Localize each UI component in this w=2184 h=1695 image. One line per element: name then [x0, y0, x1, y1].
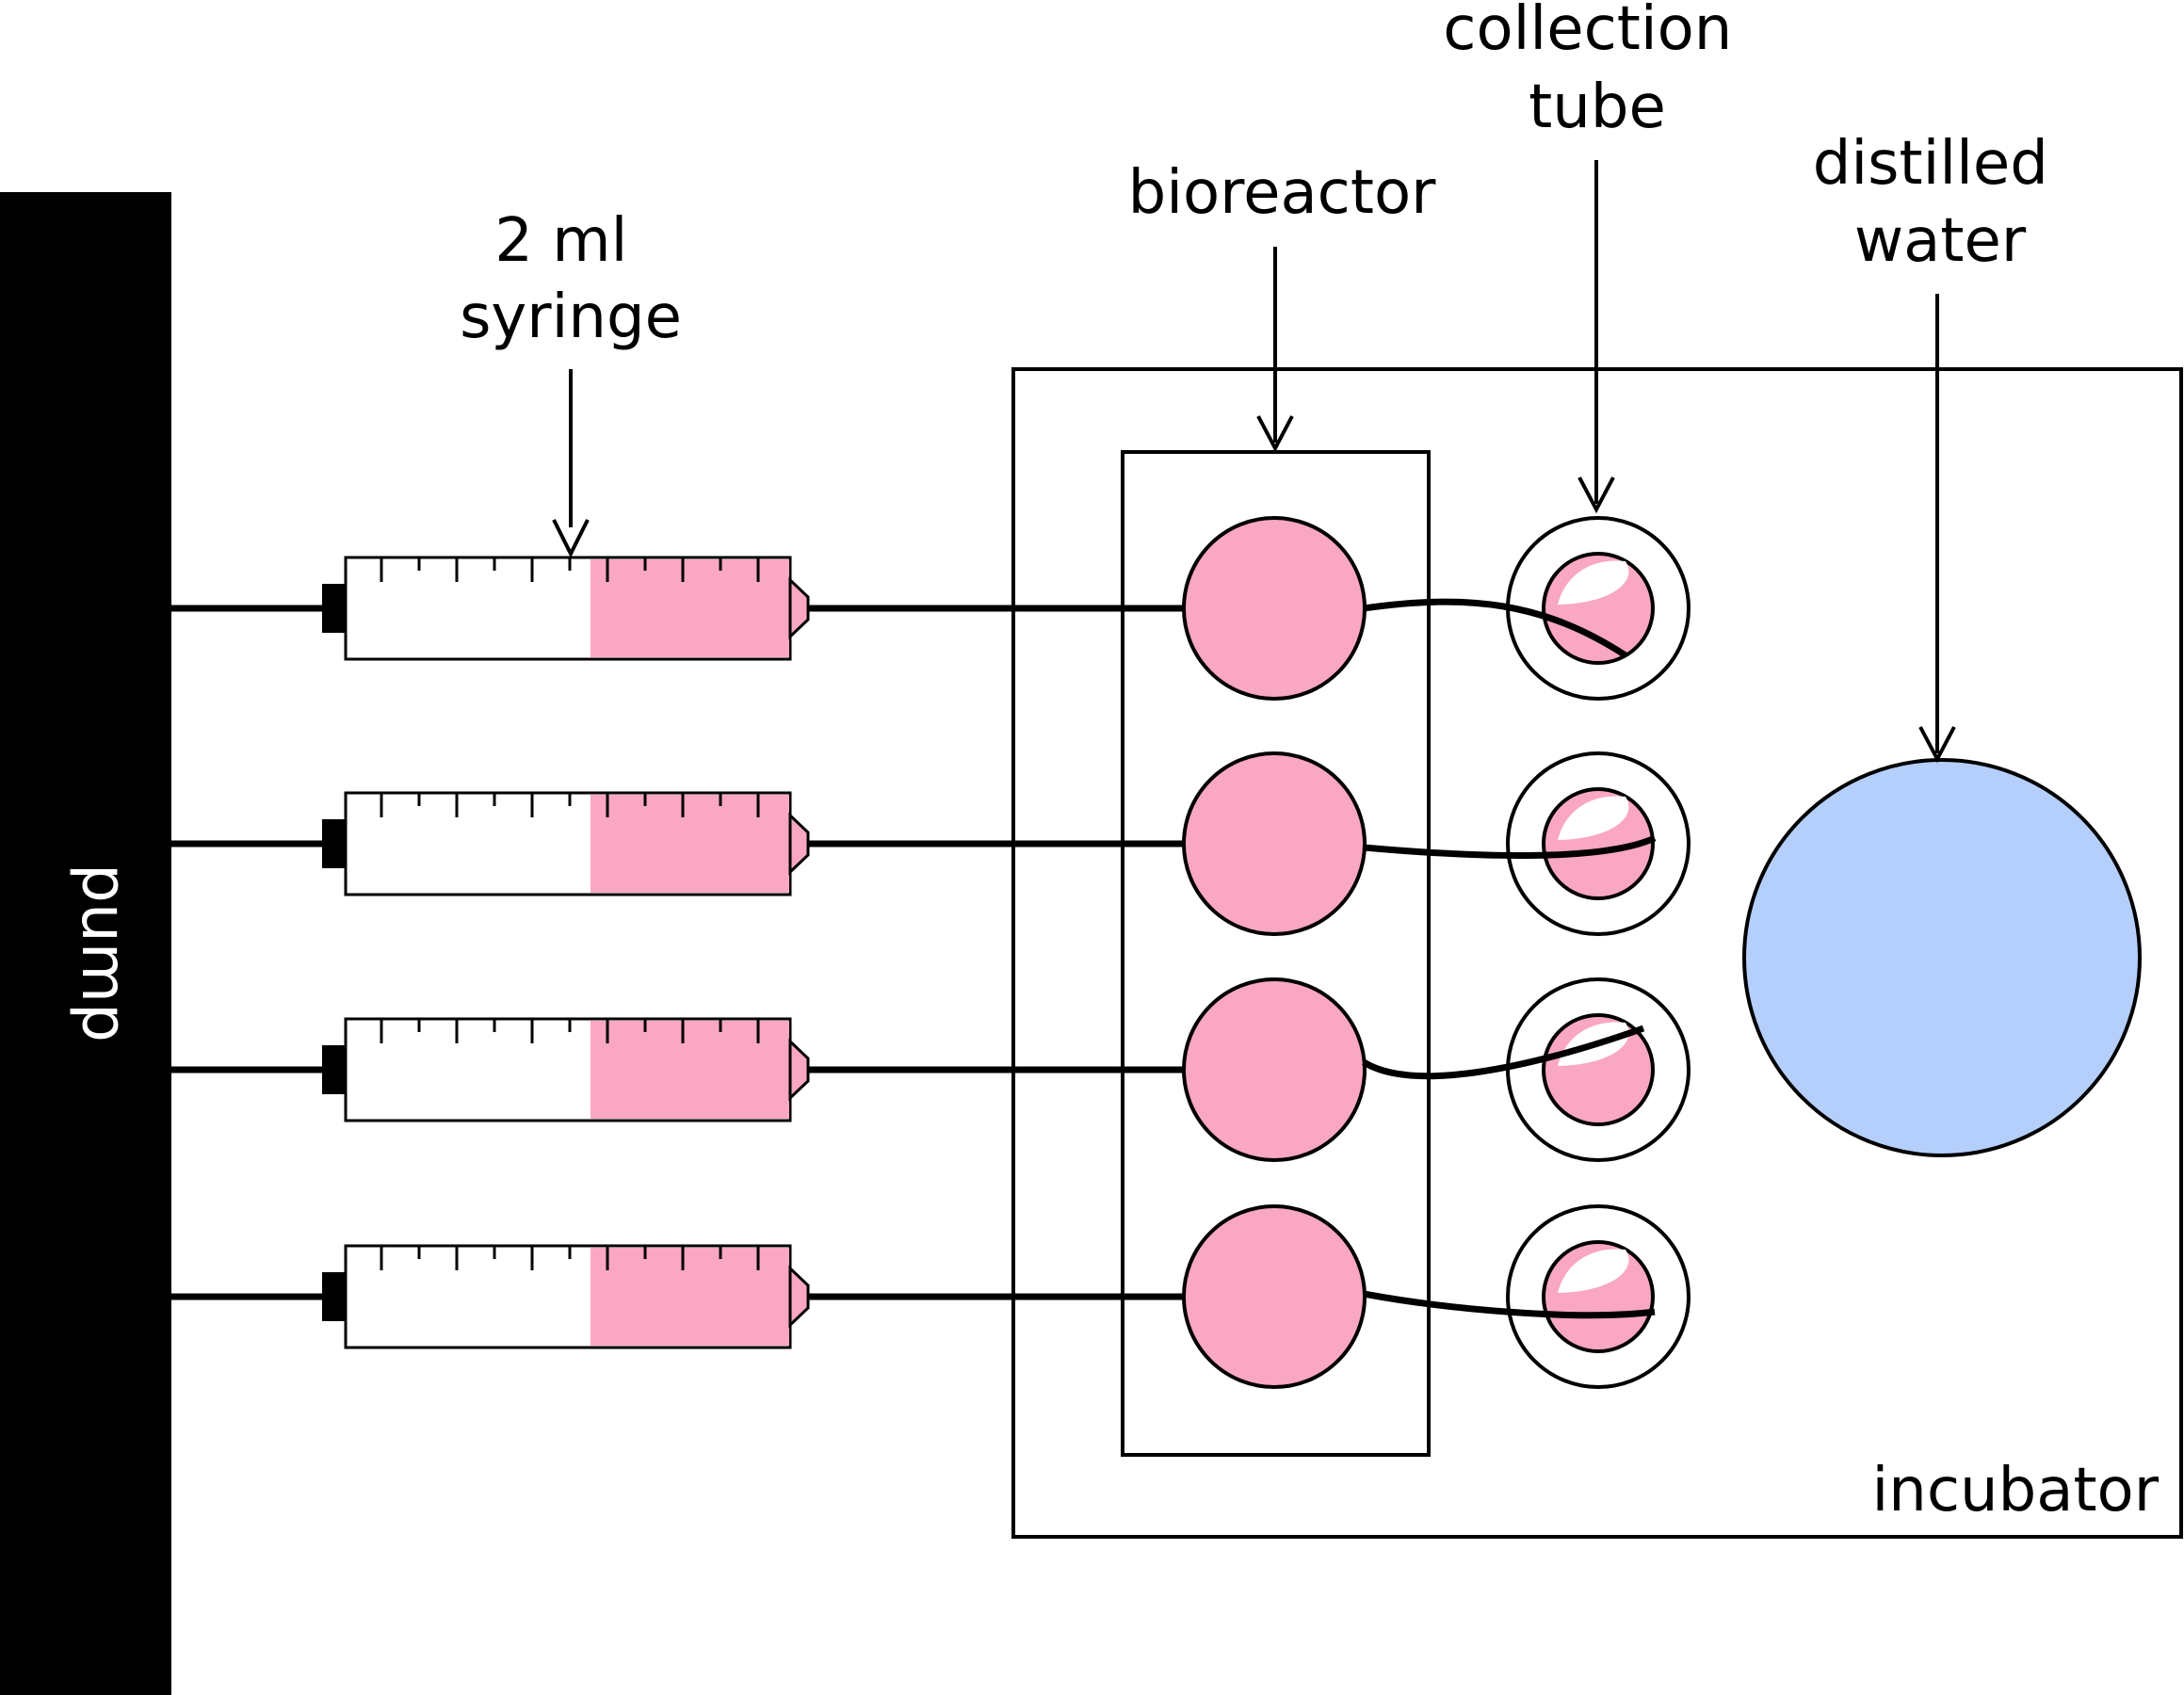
bioreactor-arrow — [1256, 247, 1294, 453]
distilled-water-reservoir — [1742, 758, 2142, 1157]
distilled-water-arrow — [1918, 294, 1956, 764]
syringe-label: 2 ml syringe — [460, 206, 682, 352]
collection-tube-highlight — [1558, 1249, 1629, 1293]
syringe-label-line-2: syringe — [460, 282, 682, 352]
bioreactor-label: bioreactor — [1128, 158, 1437, 228]
syringe-plunger — [322, 584, 347, 633]
channel — [171, 751, 1691, 936]
collection-tube-label: collection tube — [1443, 0, 1751, 142]
incubator-label: incubator — [1872, 1456, 2160, 1526]
distilled-water-label-line-2: water — [1854, 206, 2027, 276]
syringe-plunger — [322, 819, 347, 868]
syringe-plunger — [322, 1045, 347, 1094]
collection-tube-highlight — [1558, 560, 1629, 605]
channel — [171, 1204, 1691, 1389]
pump-label: pump — [68, 864, 140, 1042]
outlet-tubing — [1363, 834, 1657, 860]
collection-tube-highlight — [1558, 796, 1629, 840]
collection-tube-arrow — [1577, 160, 1615, 514]
syringe-medium — [590, 1021, 789, 1119]
pump — [0, 192, 171, 1695]
bioreactor-frame — [1121, 450, 1431, 1457]
collection-tube-label-line-2: tube — [1529, 73, 1666, 142]
channel — [171, 977, 1691, 1162]
syringe-arrow — [552, 369, 590, 558]
collection-tube-label-line-1: collection — [1443, 0, 1732, 64]
channel — [171, 516, 1691, 701]
channels — [171, 516, 1691, 1389]
distilled-water-label: distilled water — [1813, 129, 2068, 276]
syringe-tip — [788, 812, 810, 876]
bioreactor-well — [1182, 516, 1367, 701]
syringe-label-line-1: 2 ml — [494, 206, 627, 276]
outlet-tubing — [1362, 1025, 1645, 1080]
syringe-medium — [590, 795, 789, 893]
bioreactor-well — [1182, 1204, 1367, 1389]
bioreactor-well — [1182, 977, 1367, 1162]
distilled-water-label-line-1: distilled — [1813, 129, 2048, 199]
syringe-tip — [788, 1265, 810, 1329]
bioreactor-well — [1182, 751, 1367, 936]
outlet-tubing — [1363, 598, 1627, 658]
outlet-tubing — [1363, 1290, 1656, 1319]
syringe-medium — [590, 559, 789, 657]
syringe-medium — [590, 1248, 789, 1346]
syringe-tip — [788, 576, 810, 640]
syringe-tip — [788, 1038, 810, 1102]
syringe-plunger — [322, 1272, 347, 1321]
